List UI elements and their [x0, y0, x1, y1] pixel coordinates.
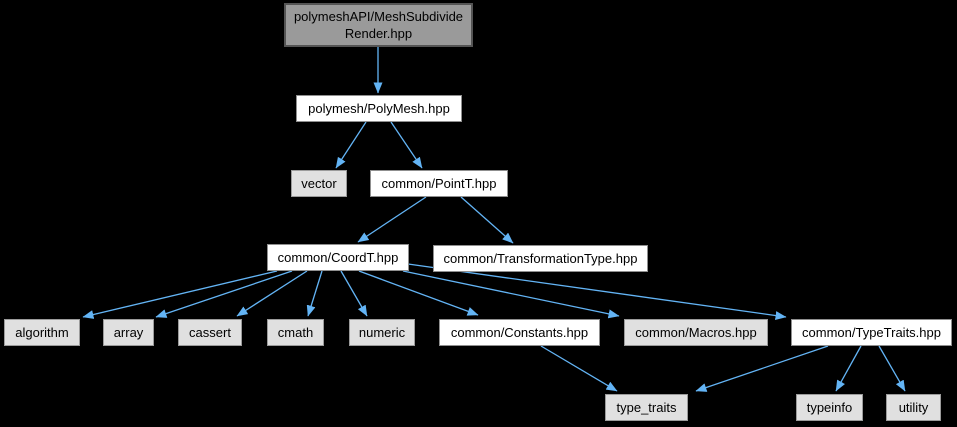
edge-coordt-to-typetraits — [407, 263, 787, 320]
graph-node-type-traits[interactable]: type_traits — [605, 394, 688, 421]
edge-coordt-to-cmath — [306, 270, 323, 317]
edge-polymesh-to-vector — [335, 121, 367, 169]
graph-node-utility[interactable]: utility — [886, 394, 941, 421]
graph-node-algorithm[interactable]: algorithm — [4, 319, 80, 346]
graph-node-constants[interactable]: common/Constants.hpp — [439, 319, 600, 346]
edge-constants-to-type-traits — [540, 345, 618, 392]
graph-node-array[interactable]: array — [103, 319, 154, 346]
edge-coordt-to-constants — [358, 270, 479, 316]
edge-typetraits-to-type-traits — [695, 345, 829, 392]
edge-coordt-to-numeric — [340, 270, 368, 317]
graph-node-polymesh[interactable]: polymesh/PolyMesh.hpp — [296, 95, 462, 122]
edge-polymesh-to-pointt — [390, 121, 423, 169]
edge-coordt-to-algorithm — [82, 270, 278, 319]
edge-coordt-to-array — [155, 270, 293, 318]
graph-node-cassert[interactable]: cassert — [178, 319, 242, 346]
graph-node-numeric[interactable]: numeric — [349, 319, 415, 346]
graph-node-typeinfo[interactable]: typeinfo — [796, 394, 863, 421]
graph-node-coordt[interactable]: common/CoordT.hpp — [267, 244, 409, 271]
edge-coordt-to-cassert — [236, 270, 308, 317]
graph-node-mesh-subdivide-render[interactable]: polymeshAPI/MeshSubdivide Render.hpp — [284, 3, 473, 47]
edge-pointt-to-coordt — [357, 196, 427, 243]
edge-pointt-to-transformationtype — [460, 196, 514, 244]
graph-node-pointt[interactable]: common/PointT.hpp — [370, 170, 508, 197]
graph-node-typetraits[interactable]: common/TypeTraits.hpp — [791, 319, 952, 346]
edge-coordt-to-macros — [402, 270, 620, 319]
edge-typetraits-to-typeinfo — [835, 345, 862, 392]
edge-typetraits-to-utility — [878, 345, 906, 392]
graph-node-vector[interactable]: vector — [291, 170, 347, 197]
graph-node-cmath[interactable]: cmath — [267, 319, 324, 346]
graph-node-macros[interactable]: common/Macros.hpp — [624, 319, 768, 346]
graph-node-transformationtype[interactable]: common/TransformationType.hpp — [433, 245, 648, 272]
